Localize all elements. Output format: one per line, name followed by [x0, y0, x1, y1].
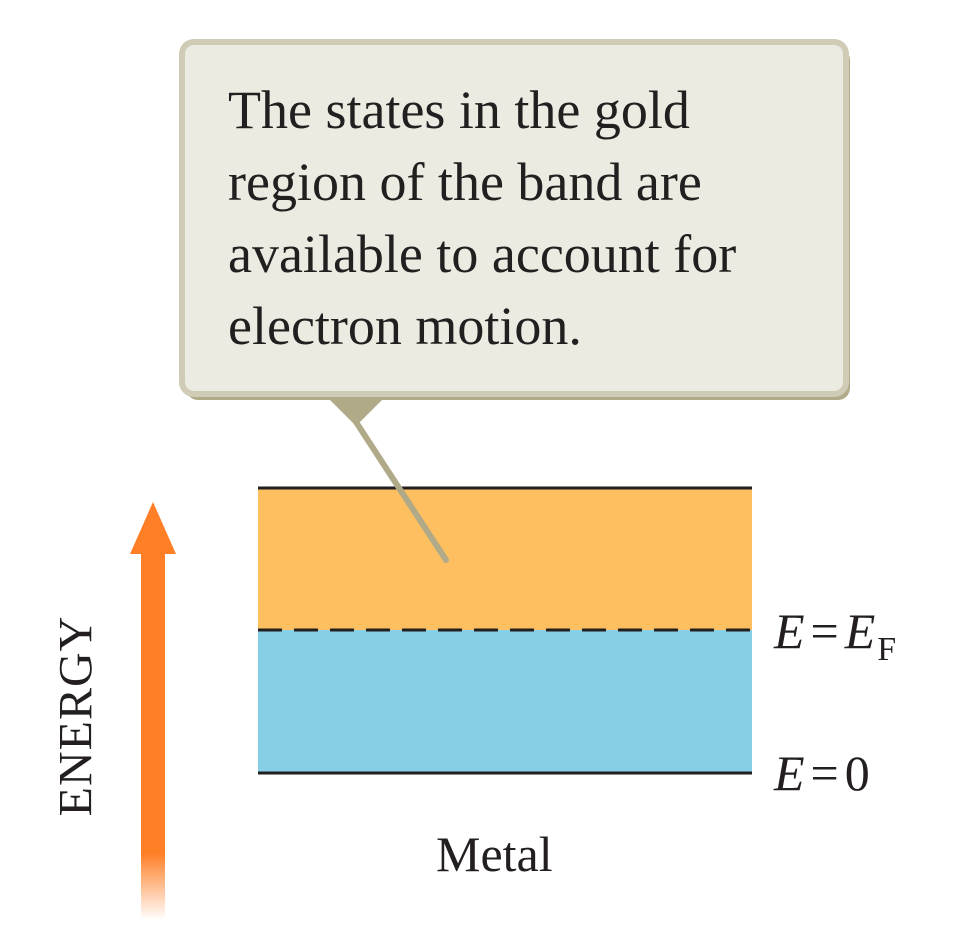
fermi-equals: =	[810, 603, 839, 659]
callout-line: region of the band are	[228, 152, 702, 212]
fermi-subscript: F	[877, 631, 897, 668]
zero-symbol: E	[774, 745, 805, 801]
zero-level-label: E=0	[774, 748, 870, 798]
zero-equals: =	[810, 745, 839, 801]
callout-line: available to account for	[228, 224, 737, 284]
energy-axis-label: ENERGY	[49, 615, 103, 817]
fermi-level-label: E=EF	[774, 606, 896, 675]
energy-arrow-head	[130, 502, 176, 554]
callout-text: The states in the gold region of the ban…	[228, 74, 828, 362]
fermi-rhs: E	[844, 603, 876, 659]
empty-band-region	[258, 488, 752, 630]
energy-arrow-shaft	[141, 550, 165, 920]
callout-line: The states in the gold	[228, 80, 690, 140]
callout-line: electron motion.	[228, 296, 582, 356]
filled-band-region	[258, 630, 752, 773]
callout-leader-line	[353, 419, 449, 563]
callout-pointer	[328, 398, 384, 426]
band-label: Metal	[436, 826, 553, 882]
zero-rhs: 0	[844, 745, 870, 801]
fermi-symbol: E	[774, 603, 805, 659]
callout-box	[179, 39, 849, 397]
